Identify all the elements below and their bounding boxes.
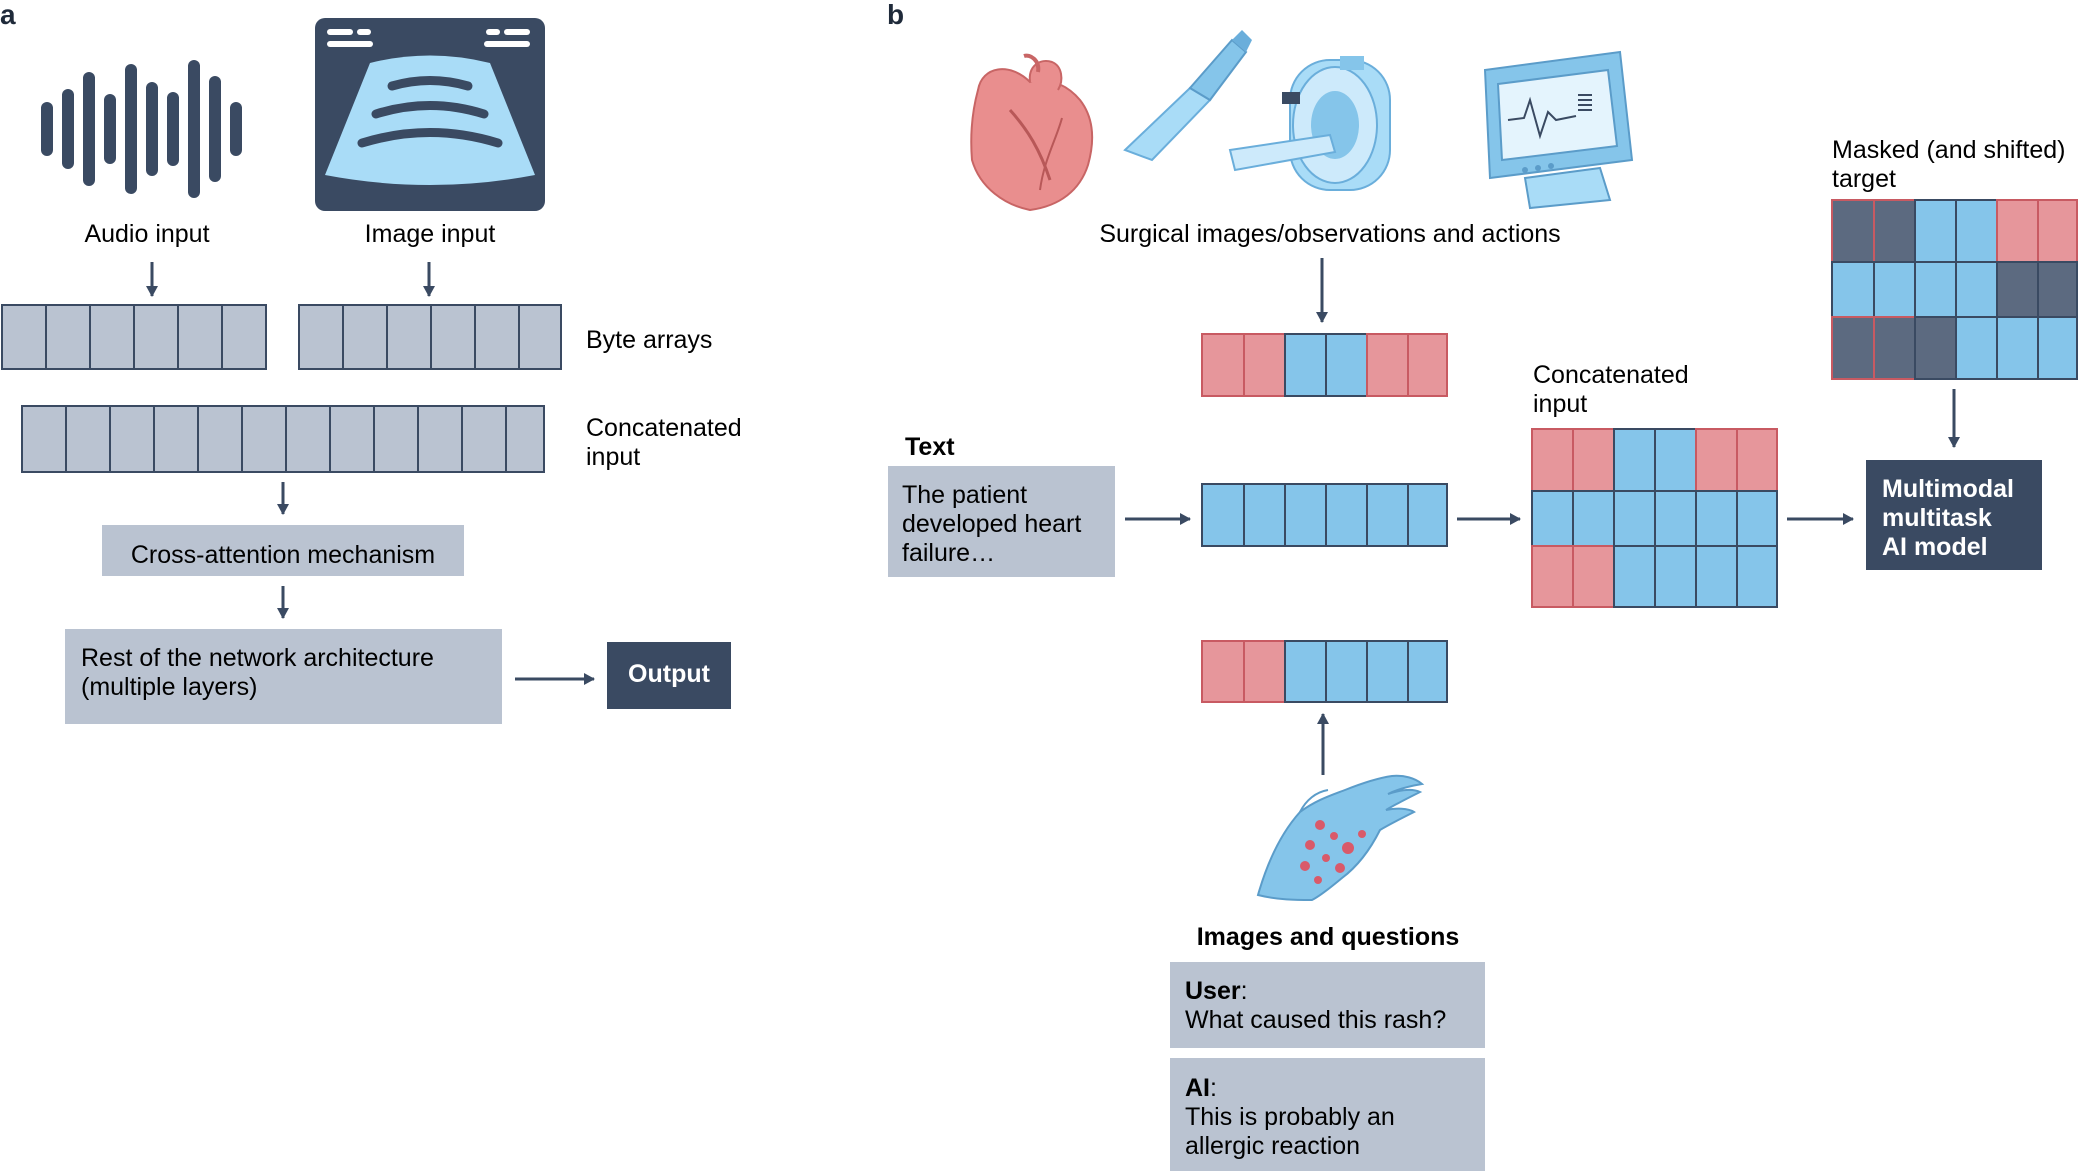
user-question-box [1170,962,1485,1048]
concatenated-input-label-a: Concatenated input [586,414,749,471]
model-box [1866,460,2042,570]
surgical-caption: Surgical images/observations and actions [1099,220,1560,248]
cross-attention-label: Cross-attention mechanism [131,541,435,569]
panel-a: a Audio input [0,0,749,724]
question-token-row [1201,640,1448,703]
audio-input-label: Audio input [84,220,209,248]
cross-attention-box [102,525,464,576]
image-byte-array [298,304,562,370]
monitor-icon [1483,50,1634,210]
concatenated-byte-array [21,405,545,473]
image-input-label: Image input [365,220,496,248]
ai-answer-text: AI: This is probably an allergic reactio… [1185,1074,1402,1160]
byte-arrays-label: Byte arrays [586,326,712,354]
surgical-token-row [1201,333,1448,397]
panel-b-label: b [887,0,904,30]
text-box-content: The patient developed heart failure… [902,481,1088,567]
output-label: Output [628,660,711,688]
panel-a-label: a [0,0,16,30]
output-box [607,642,731,709]
audio-byte-array [1,304,267,370]
concatenated-grid [1531,428,1778,608]
masked-target-label: Masked (and shifted) target [1832,136,2072,193]
heart-icon [970,53,1094,212]
concatenated-input-label-b: Concatenated input [1533,361,1696,418]
panel-b: b [887,0,2078,1171]
ai-answer-box [1170,1058,1485,1171]
hand-rash-icon [1256,774,1425,902]
model-label: Multimodal multitask AI model [1882,475,2021,561]
rest-of-network-label: Rest of the network architecture (multip… [81,644,441,701]
scalpel-icon [1123,30,1252,162]
mri-scanner-icon [1228,56,1391,191]
text-heading: Text [905,433,955,461]
images-questions-heading: Images and questions [1197,923,1460,951]
masked-target-grid [1831,199,2078,380]
rest-of-network-box [65,629,502,724]
text-token-row [1201,483,1448,547]
ultrasound-image-icon [315,18,545,211]
text-box [888,466,1115,577]
audio-waveform-icon [41,60,242,198]
user-question-text: User: What caused this rash? [1185,977,1446,1034]
